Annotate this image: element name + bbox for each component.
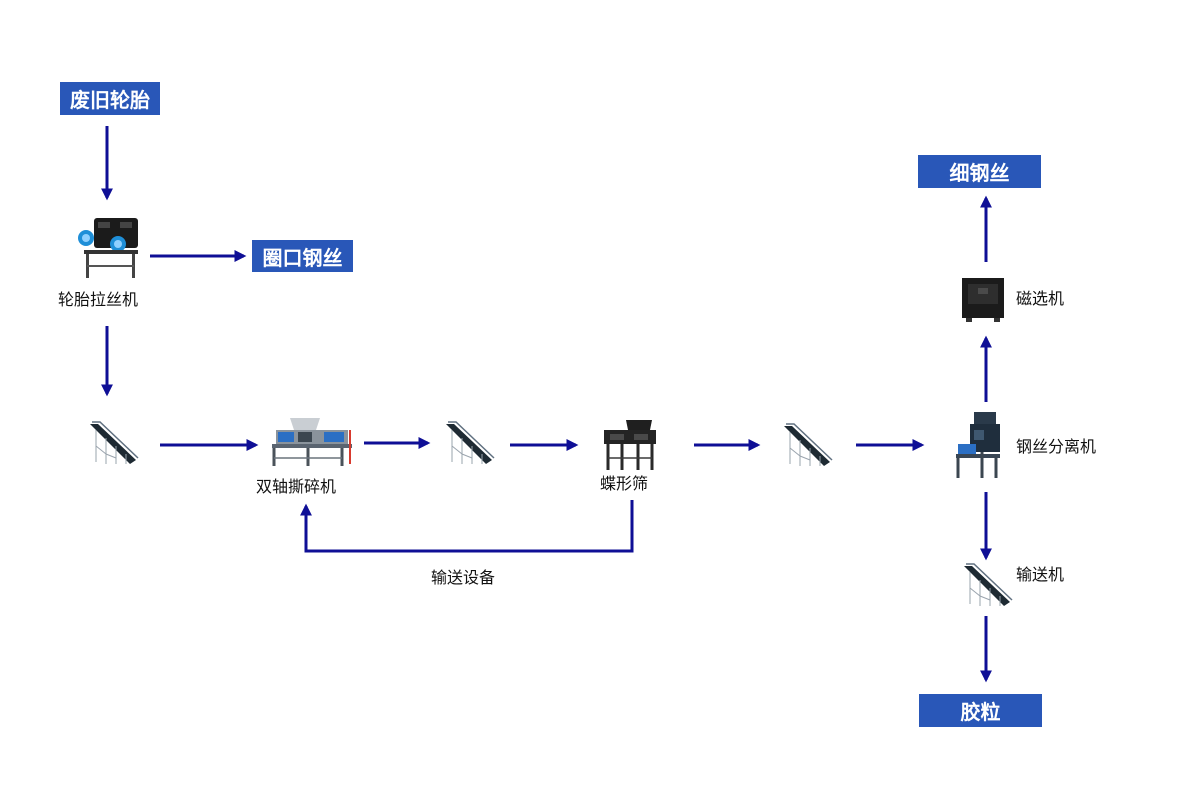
conveyor-icon bbox=[964, 563, 1013, 606]
wire-separator-icon bbox=[956, 412, 1000, 478]
box-rubber-granule: 胶粒 bbox=[919, 694, 1042, 727]
arrow-return-loop bbox=[300, 500, 634, 553]
conveyor-icon bbox=[784, 423, 833, 466]
label-butterfly-screen: 蝶形筛 bbox=[600, 474, 649, 493]
label-magnetic-separator: 磁选机 bbox=[1016, 289, 1065, 308]
label-double-shaft-shredder: 双轴撕碎机 bbox=[256, 477, 337, 496]
box-bead-wire: 圈口钢丝 bbox=[252, 240, 353, 272]
label-conveying-equipment: 输送设备 bbox=[431, 568, 496, 587]
label-tire-wire-puller: 轮胎拉丝机 bbox=[58, 290, 139, 309]
box-waste-tire: 废旧轮胎 bbox=[60, 82, 160, 115]
label-conveyor: 输送机 bbox=[1016, 565, 1065, 584]
magnetic-separator-icon bbox=[962, 278, 1004, 322]
butterfly-screen-icon bbox=[604, 420, 656, 470]
label-wire-separator: 钢丝分离机 bbox=[1016, 437, 1097, 456]
conveyor-icon bbox=[90, 421, 139, 464]
conveyor-icon bbox=[446, 421, 495, 464]
box-fine-wire: 细钢丝 bbox=[918, 155, 1041, 188]
double-shaft-shredder-icon bbox=[272, 418, 352, 466]
tire-wire-puller-icon bbox=[78, 218, 138, 278]
